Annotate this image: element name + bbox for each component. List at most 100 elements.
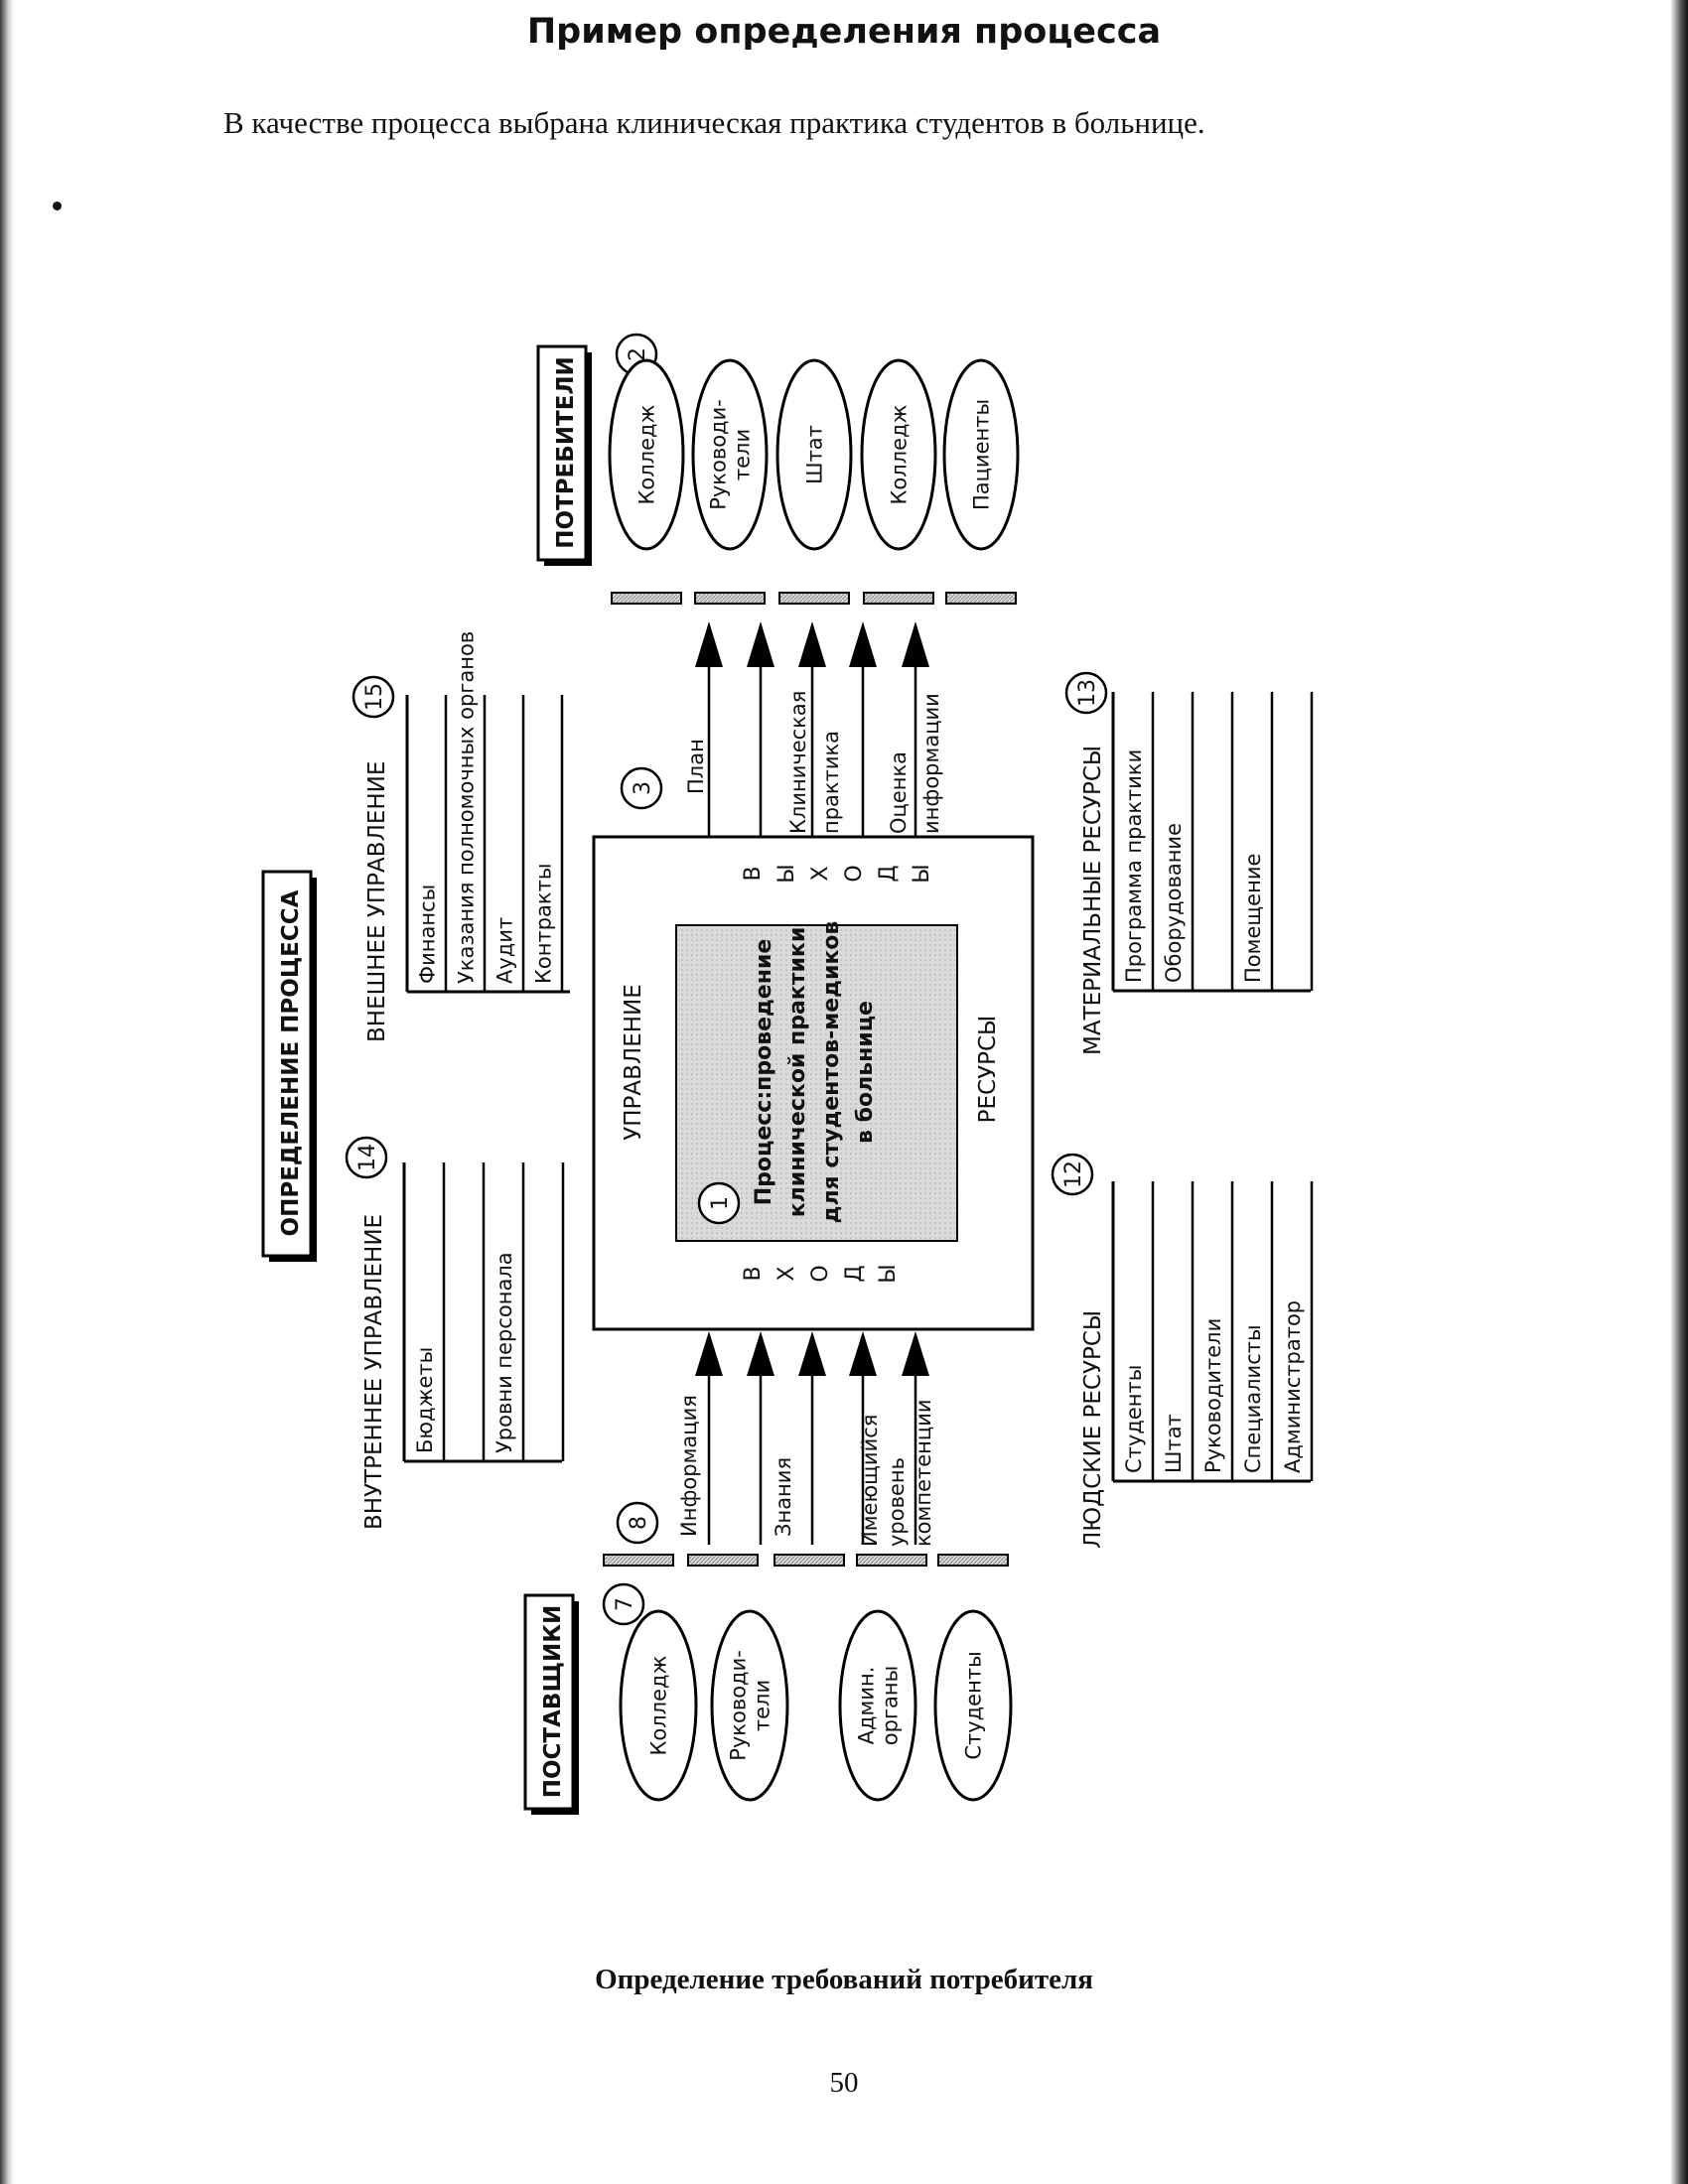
- output-plan-label: План: [684, 739, 708, 794]
- external-control-item-4: Контракты: [532, 864, 556, 984]
- input-arrow-head: [747, 1331, 774, 1376]
- supplier-3-line-2: органы: [879, 1666, 903, 1745]
- process-line-4: в больнице: [853, 1001, 878, 1144]
- consumers-banner: ПОТРЕБИТЕЛИ: [536, 344, 592, 566]
- process-line-2: клинической практики: [785, 927, 810, 1218]
- consumer-ellipse: [608, 358, 685, 551]
- outputs-letter-5: Д: [876, 865, 901, 882]
- consumer-item: Руководи-тели: [691, 358, 769, 551]
- output-arrow-head: [902, 621, 929, 667]
- human-resources-number-badge: 12: [1051, 1153, 1094, 1196]
- consumers-title: ПОТРЕБИТЕЛИ: [553, 356, 579, 549]
- internal-control-number-badge: 14: [345, 1136, 388, 1179]
- input-competence-label-line-1: Имеющийся: [858, 1415, 882, 1547]
- outputs-letter-6: Ы: [910, 864, 934, 883]
- outputs-letter-4: О: [842, 865, 867, 882]
- process-text: Процесс:проведение клинической практики …: [752, 921, 878, 1224]
- input-information-label: Информация: [677, 1395, 701, 1537]
- outputs-letter-1: В: [741, 866, 766, 881]
- human-resources-item-1: Студенты: [1122, 1365, 1146, 1473]
- control-side-label: УПРАВЛЕНИЕ: [621, 984, 646, 1141]
- consumer-list: Колледж Руководи-тели Штат Колледж Пациенты: [608, 358, 1020, 551]
- internal-control-title-text: ВНУТРЕННЕЕ УПРАВЛЕНИЕ: [361, 1214, 387, 1530]
- supplier-connector-bar: [856, 1554, 927, 1567]
- outputs-letter-2: Ы: [774, 864, 799, 883]
- consumer-1-line-1: Колледж: [635, 404, 659, 504]
- inputs-letter-1: В: [741, 1266, 766, 1281]
- output-evaluation-label-line-2: информации: [919, 693, 943, 834]
- supplier-ellipse: [710, 1609, 789, 1802]
- external-control-title-text: ВНЕШНЕЕ УПРАВЛЕНИЕ: [364, 761, 390, 1042]
- outputs-number-badge: 3: [620, 766, 663, 810]
- supplier-connector-bar: [603, 1554, 674, 1567]
- internal-control-item-3: Уровни персонала: [492, 1252, 516, 1453]
- outputs-number: 3: [631, 781, 655, 795]
- consumer-ellipse: [860, 358, 937, 551]
- consumer-item: Колледж: [608, 358, 685, 551]
- inputs-letter-2: Х: [774, 1266, 799, 1281]
- material-resources-number: 13: [1075, 679, 1100, 707]
- input-arrow-head: [849, 1331, 877, 1376]
- supplier-connector-bar: [687, 1554, 759, 1567]
- input-arrow-head: [798, 1331, 826, 1376]
- supplier-connector-bars: [603, 1554, 1009, 1567]
- consumer-ellipse: [691, 358, 769, 551]
- consumer-item: Штат: [775, 358, 853, 551]
- supplier-connector-bar: [937, 1554, 1009, 1567]
- process-line-1: Процесс:проведение: [752, 939, 776, 1206]
- supplier-item: Руководи-тели: [710, 1609, 789, 1802]
- consumer-5-line-1: Пациенты: [970, 399, 994, 510]
- process-line-3: для студентов-медиков: [819, 921, 844, 1224]
- output-arrow-head: [747, 621, 774, 667]
- inputs-number-badge: 8: [616, 1501, 659, 1545]
- human-resources-item-3: Руководители: [1201, 1318, 1225, 1473]
- input-competence-label-line-2: уровень: [885, 1457, 909, 1547]
- supplier-connector-bar: [774, 1554, 845, 1567]
- process-box: [675, 924, 958, 1242]
- consumer-item: Колледж: [860, 358, 937, 551]
- material-resources-title-text: МАТЕРИАЛЬНЫЕ РЕСУРСЫ: [1080, 746, 1106, 1055]
- suppliers-banner: ПОСТАВЩИКИ: [523, 1593, 579, 1815]
- output-arrow-head: [798, 621, 826, 667]
- consumer-connector-bar: [611, 592, 682, 605]
- output-arrows: [695, 621, 929, 837]
- consumer-item: Пациенты: [942, 358, 1020, 551]
- page-title: Пример определения процесса: [526, 12, 1162, 52]
- page-number: 50: [829, 2067, 859, 2099]
- suppliers-number-badge: 7: [602, 1582, 645, 1626]
- human-resources-number: 12: [1061, 1160, 1086, 1188]
- consumer-connector-bar: [945, 592, 1017, 605]
- process-number-badge: 1: [697, 1181, 741, 1225]
- inputs-letter-4: Д: [842, 1265, 867, 1282]
- consumer-connector-bar: [863, 592, 934, 605]
- supplier-ellipse: [619, 1609, 698, 1802]
- supplier-2-line-1: Руководи-: [727, 1650, 751, 1761]
- supplier-3-line-1: Админ.: [855, 1667, 879, 1745]
- scan-shadow-right: [1670, 0, 1688, 2184]
- supplier-ellipse: [838, 1609, 917, 1802]
- human-resources-item-5: Администратор: [1281, 1300, 1305, 1473]
- material-resources-item-1: Программа практики: [1122, 750, 1146, 983]
- outputs-letter-3: Х: [808, 866, 833, 881]
- consumer-4-line-1: Колледж: [888, 404, 912, 504]
- stray-dot: [53, 202, 62, 210]
- external-control-title: ВНЕШНЕЕ УПРАВЛЕНИЕ: [364, 761, 390, 1042]
- input-knowledge-label: Знания: [772, 1457, 795, 1537]
- human-resources-title: ЛЮДСКИЕ РЕСУРСЫ: [1080, 1310, 1106, 1549]
- input-arrow-head: [902, 1331, 929, 1376]
- external-control-number: 15: [362, 683, 387, 711]
- consumer-3-line-1: Штат: [803, 425, 827, 484]
- inputs-number: 8: [627, 1516, 651, 1530]
- input-competence-label-line-3: компетенции: [912, 1400, 935, 1548]
- human-resources-item-4: Специалисты: [1241, 1324, 1265, 1473]
- definition-banner: ОПРЕДЕЛЕНИЕ ПРОЦЕССА: [261, 870, 317, 1262]
- consumer-connector-bar: [694, 592, 766, 605]
